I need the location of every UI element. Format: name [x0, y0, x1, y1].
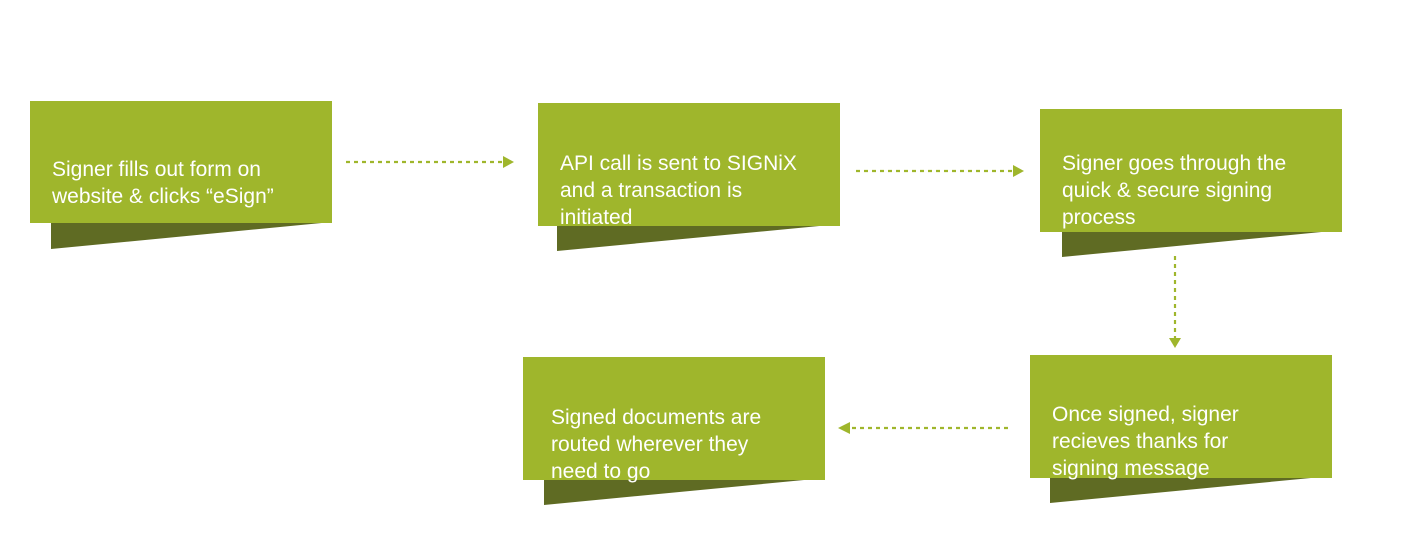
- step-5-shadow: [544, 478, 825, 505]
- step-2-shadow: [557, 224, 840, 251]
- step-4-text: Once signed, signer recieves thanks for …: [1052, 403, 1239, 480]
- step-3-box: Signer goes through the quick & secure s…: [1040, 109, 1342, 232]
- step-4-box: Once signed, signer recieves thanks for …: [1030, 355, 1332, 480]
- step-2-box: API call is sent to SIGNiX and a transac…: [538, 103, 840, 229]
- step-5-text: Signed documents are routed wherever the…: [551, 406, 762, 483]
- step-3-text: Signer goes through the quick & secure s…: [1062, 152, 1287, 229]
- arrow-3-to-4-head-icon: [1169, 338, 1181, 348]
- step-1: Signer fills out form on website & click…: [30, 101, 332, 251]
- step-5-box: Signed documents are routed wherever the…: [523, 357, 825, 483]
- step-5: Signed documents are routed wherever the…: [523, 357, 825, 507]
- step-4-shadow: [1050, 476, 1332, 503]
- step-2-text: API call is sent to SIGNiX and a transac…: [560, 152, 797, 229]
- step-2: API call is sent to SIGNiX and a transac…: [538, 103, 840, 253]
- step-1-text: Signer fills out form on website & click…: [52, 158, 274, 208]
- step-1-shadow: [51, 222, 332, 249]
- arrow-4-to-5-head-icon: [838, 422, 850, 434]
- step-1-box: Signer fills out form on website & click…: [30, 101, 332, 223]
- step-3-shadow: [1062, 230, 1342, 257]
- arrow-1-to-2-head-icon: [503, 156, 514, 168]
- step-3: Signer goes through the quick & secure s…: [1040, 109, 1342, 259]
- arrow-2-to-3-head-icon: [1013, 165, 1024, 177]
- step-4: Once signed, signer recieves thanks for …: [1030, 355, 1332, 505]
